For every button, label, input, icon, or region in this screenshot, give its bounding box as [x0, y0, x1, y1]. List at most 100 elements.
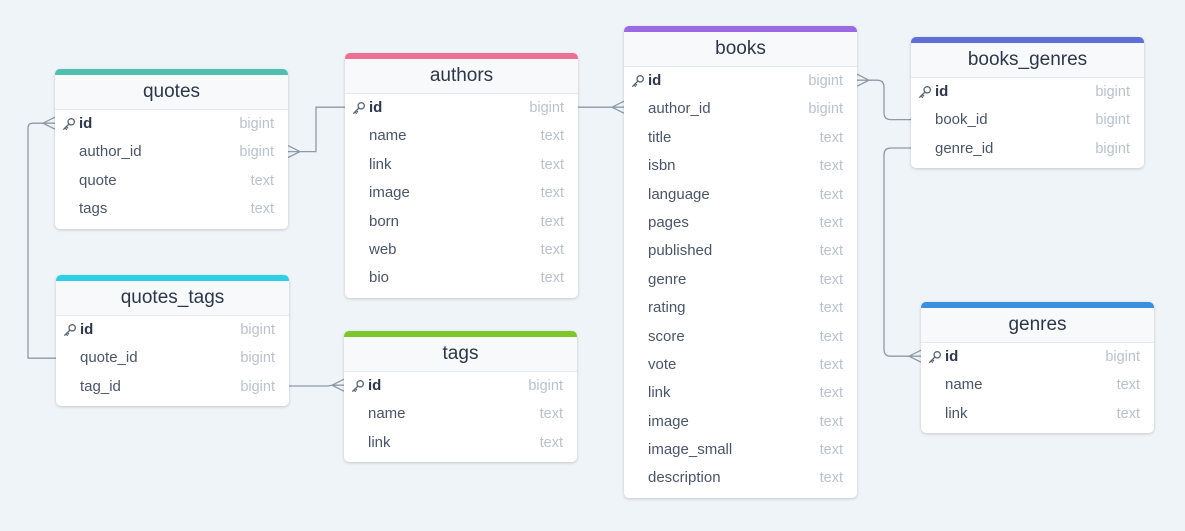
field-row[interactable]: author_id bigint	[55, 138, 288, 166]
field-type: text	[540, 185, 564, 202]
field-name: language	[648, 185, 710, 203]
field-row[interactable]: image text	[345, 179, 578, 207]
field-type: bigint	[808, 73, 843, 89]
crowfoot-icon[interactable]	[287, 145, 302, 159]
field-name: tags	[79, 200, 108, 218]
table-title[interactable]: books_genres	[911, 43, 1144, 78]
crowfoot-icon[interactable]	[610, 100, 625, 114]
field-name: title	[648, 128, 672, 146]
link-booksgenres-books[interactable]	[869, 79, 911, 121]
field-name: id	[369, 99, 383, 116]
field-type: text	[540, 270, 564, 287]
field-type: text	[250, 172, 274, 189]
field-type: text	[540, 156, 564, 173]
field-row[interactable]: link text	[345, 151, 578, 179]
field-type: bigint	[1095, 140, 1130, 157]
field-name: author_id	[648, 100, 711, 118]
crowfoot-icon[interactable]	[856, 73, 871, 87]
field-type: bigint	[1095, 112, 1130, 129]
field-name: image	[369, 184, 410, 202]
key-icon	[352, 380, 364, 392]
field-name: link	[368, 433, 391, 451]
field-type: bigint	[528, 378, 563, 394]
field-name: name	[368, 405, 406, 423]
link-quotestags-quotes[interactable]	[27, 122, 56, 359]
field-type: bigint	[1095, 84, 1130, 100]
link-quotes-authors[interactable]	[300, 106, 345, 153]
field-type: text	[1116, 405, 1140, 422]
table-color-bar	[345, 53, 578, 59]
table-title[interactable]: genres	[921, 308, 1154, 343]
key-icon	[919, 86, 931, 98]
table-title[interactable]: quotes	[55, 75, 288, 110]
table-title[interactable]: tags	[344, 337, 577, 372]
field-type: text	[819, 470, 843, 487]
crowfoot-icon[interactable]	[41, 116, 56, 130]
field-type: text	[819, 413, 843, 430]
field-name: image	[648, 412, 689, 430]
field-type: text	[819, 158, 843, 175]
table-title[interactable]: quotes_tags	[56, 281, 289, 316]
field-name: pages	[648, 213, 689, 231]
field-type: bigint	[239, 144, 274, 161]
field-name: name	[369, 127, 407, 145]
table-title[interactable]: books	[624, 32, 857, 67]
link-quotestags-tags[interactable]	[289, 384, 333, 387]
crowfoot-icon[interactable]	[907, 349, 922, 363]
field-type: bigint	[240, 322, 275, 338]
field-name: link	[369, 155, 392, 173]
table-title[interactable]: authors	[345, 59, 578, 94]
link-booksgenres-genres[interactable]	[883, 147, 911, 357]
crowfoot-icon[interactable]	[330, 378, 345, 392]
field-name: image_small	[648, 441, 733, 459]
field-name: author_id	[79, 143, 142, 161]
field-name: id	[945, 348, 959, 365]
key-icon	[64, 324, 76, 336]
field-row[interactable]: image text	[624, 408, 857, 436]
field-name: rating	[648, 299, 686, 317]
field-type: text	[819, 356, 843, 373]
